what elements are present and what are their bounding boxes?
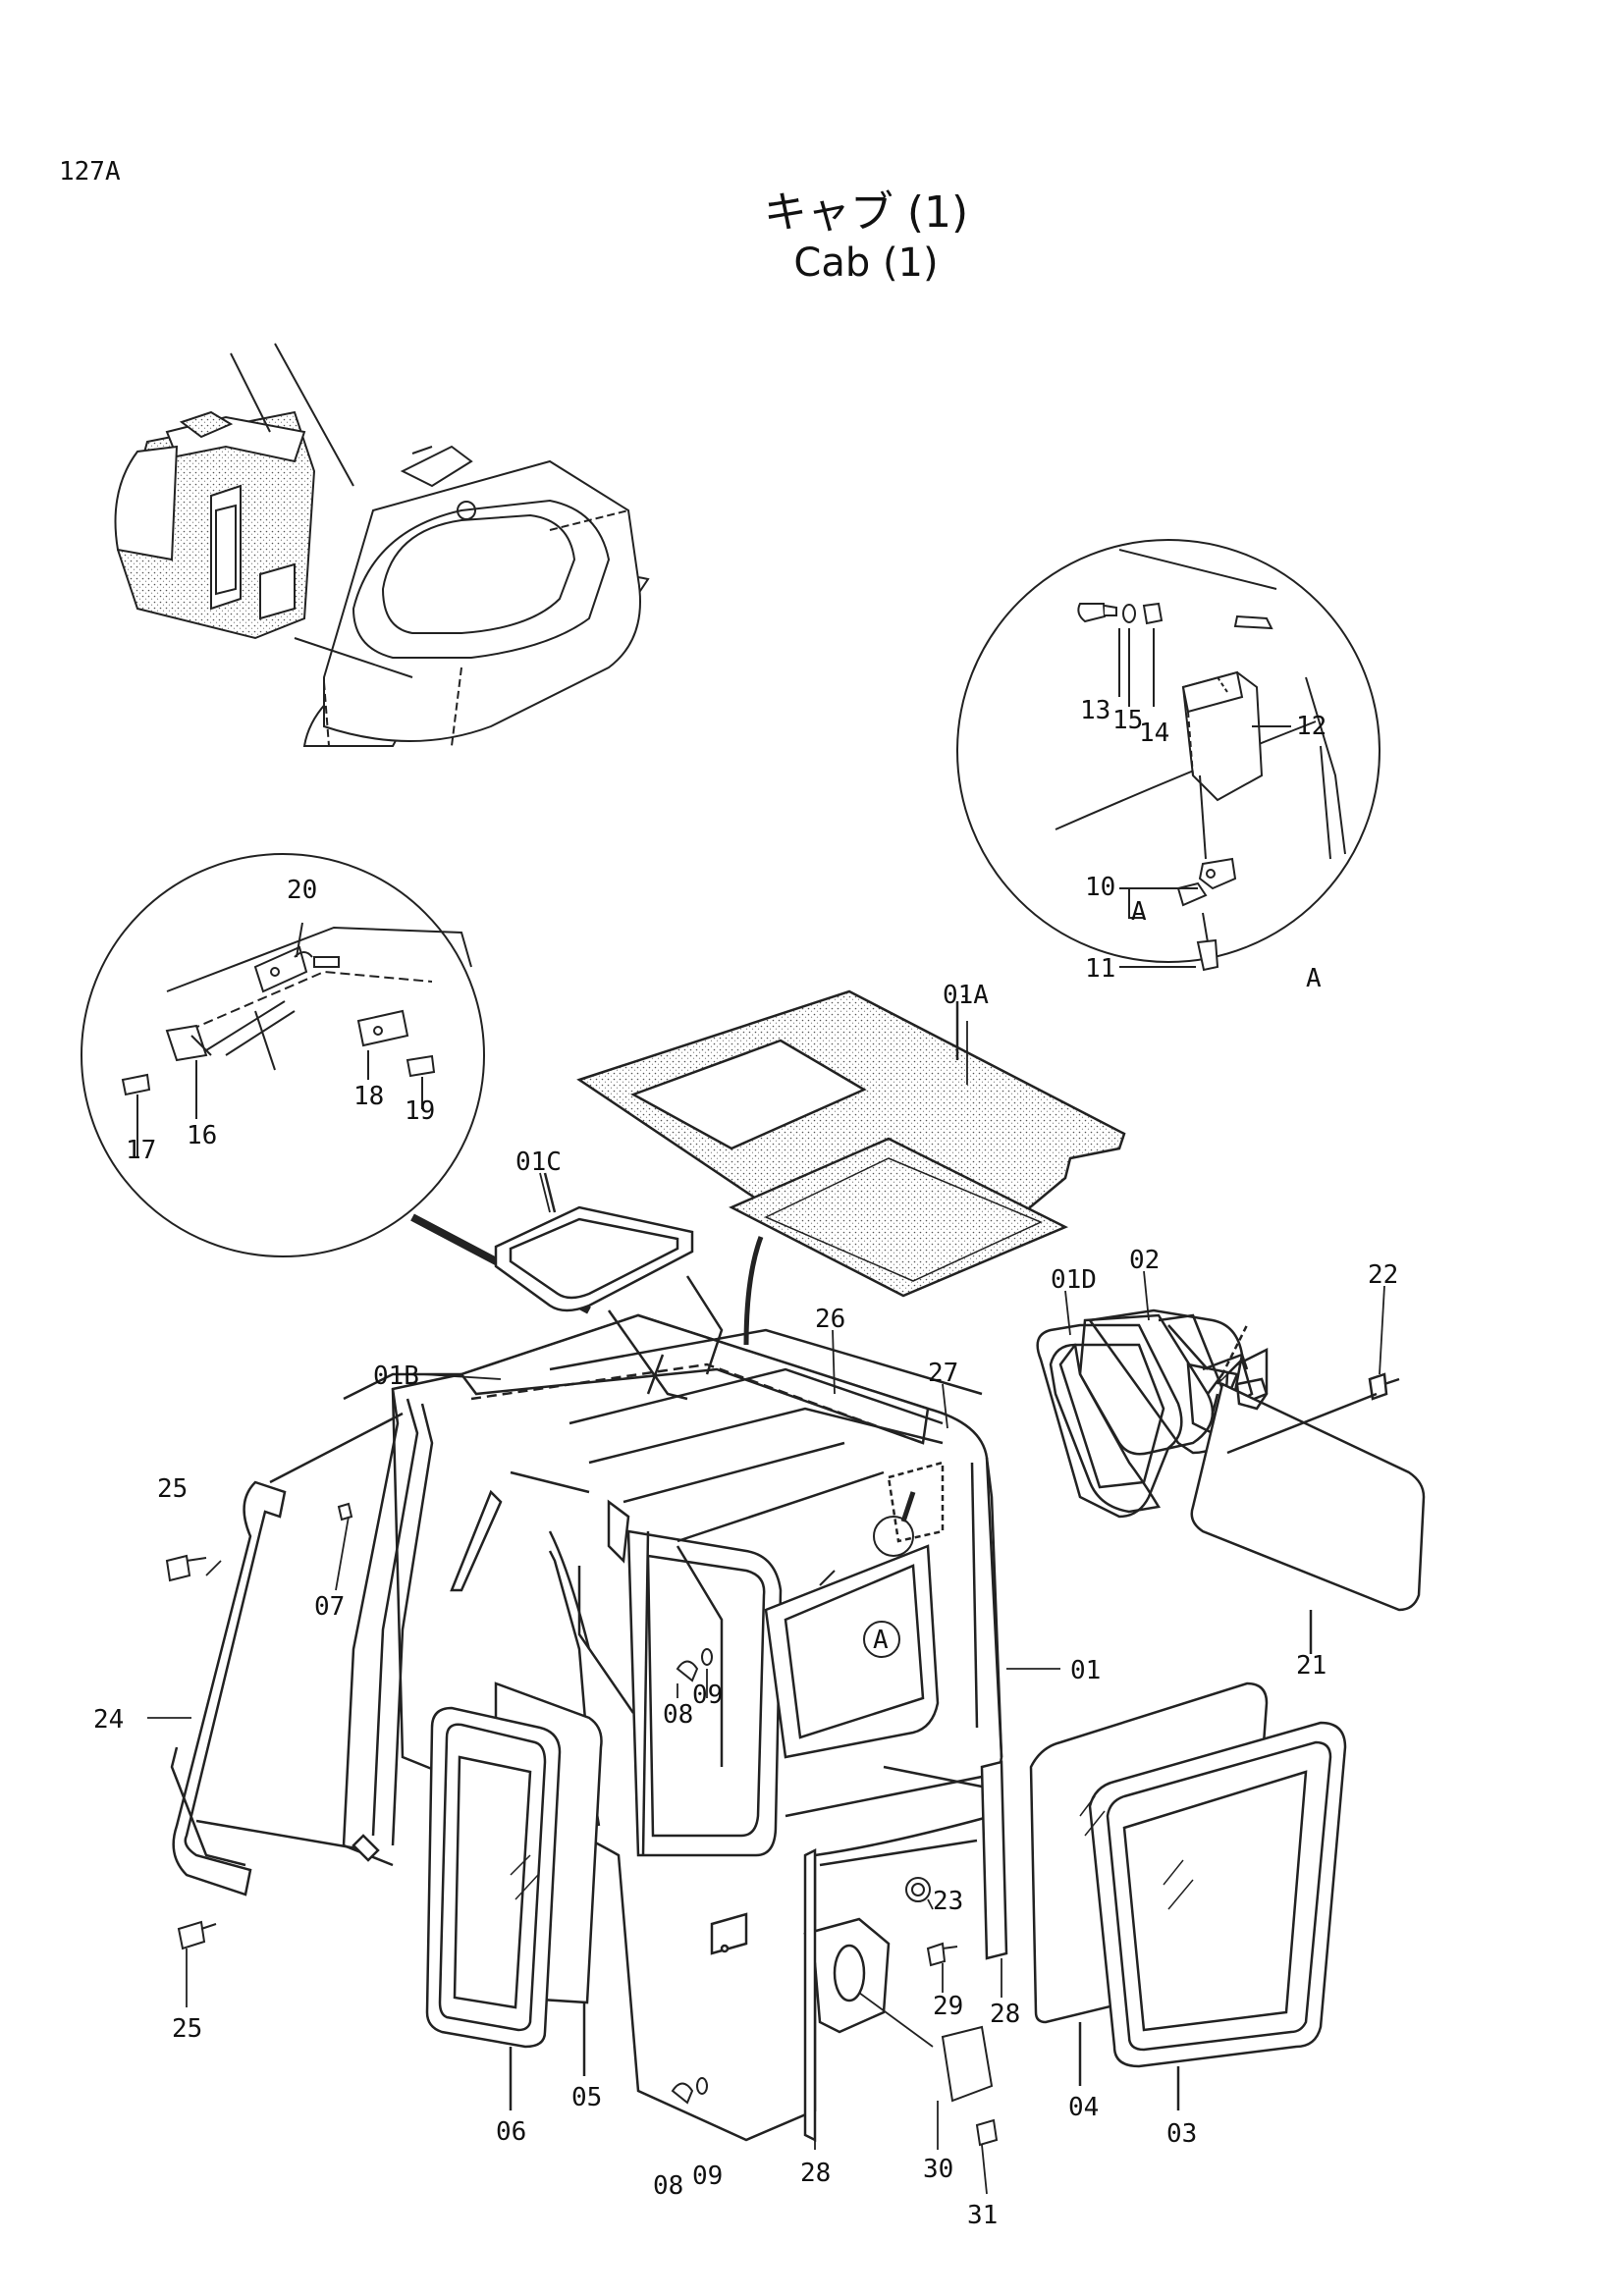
callout-19: 19 xyxy=(405,1096,435,1126)
title-english: Cab (1) xyxy=(793,240,939,286)
callout-16: 16 xyxy=(187,1121,217,1150)
callout-31: 31 xyxy=(967,2201,998,2230)
callout-28-right: 28 xyxy=(990,2000,1020,2029)
rear-panels xyxy=(1036,1308,1426,1654)
callout-21: 21 xyxy=(1296,1651,1326,1681)
gasket-01c xyxy=(494,1172,694,1312)
detail-a-marker xyxy=(863,1621,900,1658)
callout-26: 26 xyxy=(815,1305,845,1334)
callout-28-lower: 28 xyxy=(800,2159,831,2188)
hardware-parts xyxy=(165,995,999,2147)
callout-15: 15 xyxy=(1112,706,1143,735)
callout-07: 07 xyxy=(314,1592,345,1622)
callout-a-marker: A xyxy=(873,1626,889,1655)
page-code: 127A xyxy=(59,157,121,187)
callout-01c: 01C xyxy=(515,1148,562,1177)
callout-29: 29 xyxy=(933,1992,963,2021)
right-glass-panels xyxy=(1029,1682,1347,2110)
callout-a-circle: A xyxy=(1306,964,1322,993)
callout-14: 14 xyxy=(1139,719,1169,748)
callout-18: 18 xyxy=(353,1082,384,1111)
callout-labels: 13 15 14 12 10 A 11 A 20 16 17 18 19 01A… xyxy=(93,696,1398,2230)
callout-06: 06 xyxy=(496,2117,526,2147)
callout-17: 17 xyxy=(126,1136,156,1165)
title-japanese: キャブ (1) xyxy=(763,187,969,238)
callout-23: 23 xyxy=(933,1887,963,1916)
callout-12: 12 xyxy=(1296,712,1326,741)
callout-03: 03 xyxy=(1166,2119,1197,2149)
callout-05: 05 xyxy=(571,2083,602,2112)
callout-a-detail: A xyxy=(1131,897,1147,927)
callout-01a: 01A xyxy=(943,981,989,1010)
detail-circle-a xyxy=(956,539,1380,972)
callout-09-lower: 09 xyxy=(692,2162,723,2191)
callout-01d: 01D xyxy=(1051,1265,1097,1295)
callout-11: 11 xyxy=(1085,954,1115,984)
callout-01b: 01B xyxy=(373,1362,419,1391)
callout-08-lower: 08 xyxy=(653,2171,683,2201)
callout-09-upper: 09 xyxy=(692,1681,723,1710)
callout-01: 01 xyxy=(1070,1656,1101,1685)
callout-25-upper: 25 xyxy=(157,1474,188,1504)
callout-25-lower: 25 xyxy=(172,2014,202,2044)
left-glass-panels xyxy=(425,1682,603,2110)
roof-liner xyxy=(576,989,1126,1346)
callout-30: 30 xyxy=(923,2155,953,2184)
callout-13: 13 xyxy=(1080,696,1110,725)
callout-02: 02 xyxy=(1129,1246,1160,1275)
leader-lines xyxy=(147,1021,1385,2195)
callout-24: 24 xyxy=(93,1705,124,1735)
callout-22: 22 xyxy=(1368,1260,1398,1290)
callout-08-upper: 08 xyxy=(663,1700,693,1730)
callout-04: 04 xyxy=(1068,2093,1099,2122)
callout-10: 10 xyxy=(1085,873,1115,902)
callout-20: 20 xyxy=(287,876,317,905)
callout-27: 27 xyxy=(928,1359,958,1388)
grab-handle xyxy=(170,1412,404,1896)
machine-overview xyxy=(114,343,650,747)
